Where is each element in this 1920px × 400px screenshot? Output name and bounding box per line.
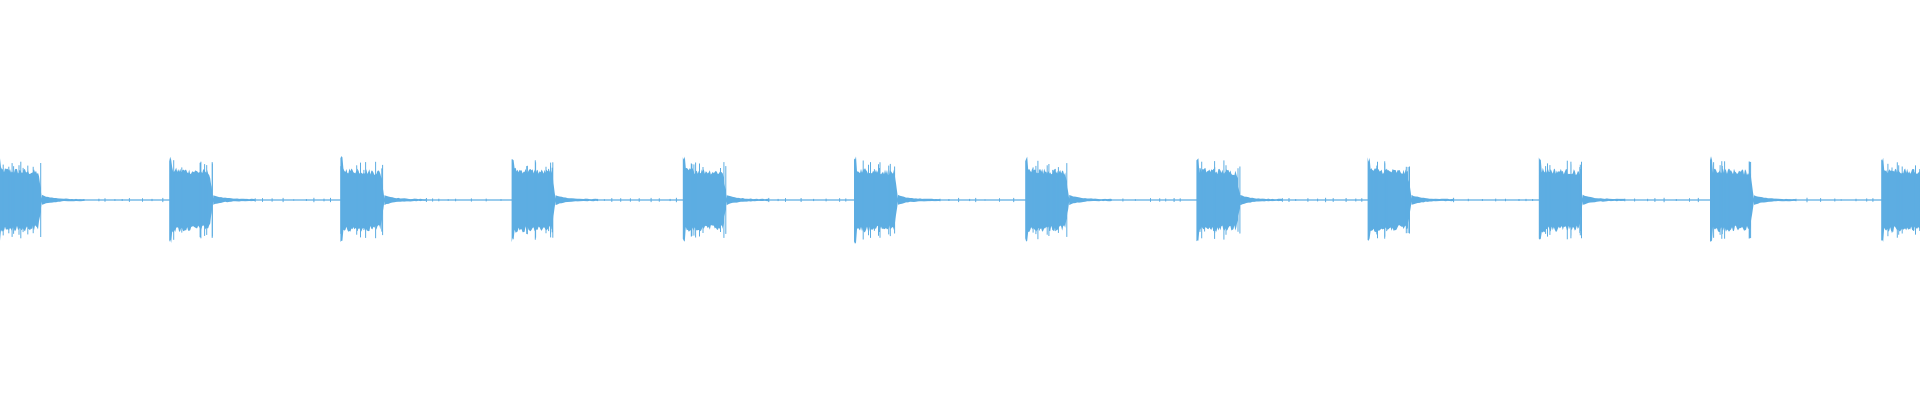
waveform-burst [1196,158,1363,242]
burst-envelope [1881,157,1920,242]
waveform-burst [0,158,164,241]
waveform-burst [511,159,677,243]
waveform-burst [1367,157,1534,241]
waveform-bursts [0,156,1920,244]
waveform-burst [1538,157,1699,240]
burst-envelope [511,159,598,243]
burst-envelope [1367,157,1454,241]
burst-envelope [1710,156,1796,242]
waveform-burst [1710,156,1874,242]
waveform-burst [340,156,502,242]
waveform-burst [169,156,331,243]
waveform-burst [682,156,847,242]
burst-envelope [854,156,940,244]
waveform-burst [1025,156,1181,242]
waveform-burst [1881,157,1920,242]
waveform-burst [854,156,1015,244]
burst-envelope [340,156,427,242]
